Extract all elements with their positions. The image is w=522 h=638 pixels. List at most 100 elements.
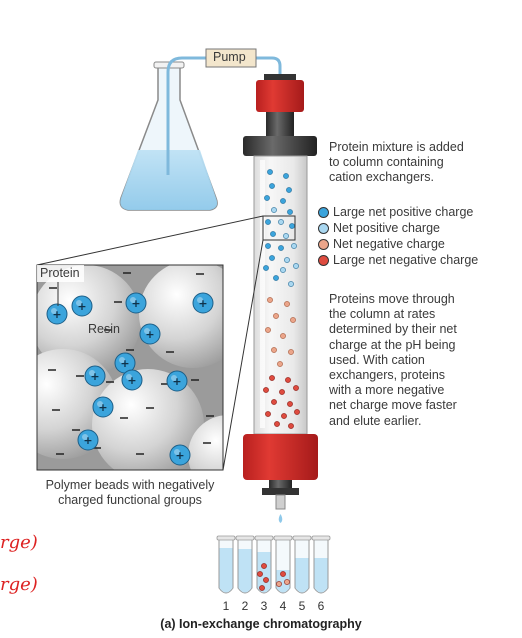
inset-panel: + + + + + + + + + + + + <box>36 264 224 471</box>
tube-particle <box>280 571 286 577</box>
test-tube <box>216 535 236 594</box>
column-particle <box>280 267 286 273</box>
protein-icon: + <box>192 292 214 314</box>
top-gear <box>264 74 296 80</box>
description-top-line: cation exchangers. <box>329 170 434 185</box>
connector-line-top <box>36 215 264 266</box>
column-particle <box>265 411 271 417</box>
tube-particle <box>257 571 263 577</box>
column-particle <box>273 275 279 281</box>
protein-icon: + <box>125 292 147 314</box>
test-tube <box>311 535 331 594</box>
column-particle <box>288 423 294 429</box>
svg-text:+: + <box>198 297 207 310</box>
inset-caption-line-2: charged functional groups <box>58 493 202 508</box>
legend-item-positive: Net positive charge <box>316 220 496 236</box>
column-particle <box>265 327 271 333</box>
inset-caption-line-1: Polymer beads with negatively <box>45 478 215 492</box>
column-particle <box>277 361 283 367</box>
column-particle <box>288 349 294 355</box>
inset-protein-label: Protein <box>40 266 80 280</box>
column-particle <box>263 387 269 393</box>
column-particle <box>271 207 277 213</box>
inset-caption: Polymer beads with negatively charged fu… <box>20 478 240 508</box>
description-top: Protein mixture is added to column conta… <box>329 140 504 186</box>
column-particle <box>267 297 273 303</box>
tubing-right <box>256 56 282 74</box>
protein-icon: + <box>121 369 143 391</box>
column-particle <box>271 347 277 353</box>
bottom-gear <box>262 488 299 495</box>
tube-particle <box>259 585 265 591</box>
svg-text:+: + <box>77 300 86 313</box>
column-particle <box>267 169 273 175</box>
tube-label-1: 1 <box>222 599 230 613</box>
description-bottom-line: charge at the pH being <box>329 337 456 352</box>
legend-label: Large net negative charge <box>333 253 479 267</box>
column-particle <box>280 333 286 339</box>
drop <box>278 514 283 523</box>
column-particle <box>264 195 270 201</box>
column-particle <box>283 233 289 239</box>
column-particle <box>293 263 299 269</box>
column-particle <box>287 401 293 407</box>
magnify-box <box>262 215 296 241</box>
column-particle <box>291 243 297 249</box>
tube-particle <box>261 563 267 569</box>
top-connector <box>266 112 294 136</box>
column-particle <box>283 173 289 179</box>
tube-label-2: 2 <box>241 599 249 613</box>
column-particle <box>279 389 285 395</box>
description-bottom: Proteins move through the column at rate… <box>329 292 504 429</box>
column-particle <box>286 187 292 193</box>
description-top-line: to column containing <box>329 155 444 170</box>
svg-text:+: + <box>52 308 61 321</box>
column-particle <box>271 399 277 405</box>
column-particle <box>284 301 290 307</box>
protein-icon: + <box>46 303 68 325</box>
pump-label: Pump <box>213 50 246 64</box>
svg-text:+: + <box>127 374 136 387</box>
svg-text:+: + <box>90 370 99 383</box>
tube-particle <box>263 577 269 583</box>
column-particle <box>287 209 293 215</box>
description-bottom-line: with a more negative <box>329 383 445 398</box>
column-particle <box>269 255 275 261</box>
protein-icon: + <box>71 295 93 317</box>
svg-text:+: + <box>120 357 129 370</box>
column-particle <box>293 385 299 391</box>
description-bottom-line: Proteins move through <box>329 292 455 306</box>
tube-label-3: 3 <box>260 599 268 613</box>
protein-icon: + <box>139 323 161 345</box>
legend-item-negative: Net negative charge <box>316 236 496 252</box>
column-particle <box>290 317 296 323</box>
legend: Large net positive charge Net positive c… <box>316 204 496 268</box>
tube-particle <box>284 579 290 585</box>
legend-dot-icon <box>318 255 329 266</box>
svg-text:+: + <box>175 449 184 462</box>
figure-caption: (a) Ion-exchange chromatography <box>160 617 362 631</box>
handwriting-annotation-2: rge) <box>0 574 38 595</box>
column-particle <box>265 243 271 249</box>
svg-text:+: + <box>98 401 107 414</box>
top-red-cap <box>256 80 304 112</box>
svg-text:+: + <box>145 328 154 341</box>
outlet-tip <box>275 494 286 510</box>
protein-icon: + <box>77 429 99 451</box>
inset-resin-label: Resin <box>88 322 120 336</box>
legend-item-large-negative: Large net negative charge <box>316 252 496 268</box>
protein-icon: + <box>114 352 136 374</box>
top-black-cap <box>243 136 317 156</box>
tubing-left <box>166 56 206 175</box>
protein-icon: + <box>169 444 191 466</box>
description-bottom-line: determined by their net <box>329 322 457 337</box>
description-bottom-line: the column at rates <box>329 307 436 322</box>
test-tube <box>235 535 255 594</box>
column-particle <box>274 421 280 427</box>
column-particle <box>263 265 269 271</box>
tube-particle <box>276 581 282 587</box>
svg-text:+: + <box>172 375 181 388</box>
column-particle <box>278 245 284 251</box>
column-particle <box>270 231 276 237</box>
